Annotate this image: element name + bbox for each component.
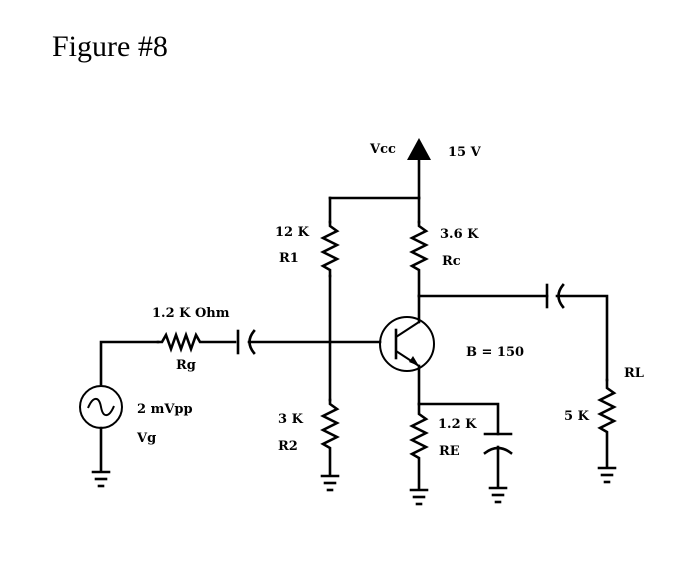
figure-title: Figure #8 xyxy=(52,30,168,63)
rc-value-label: 3.6 K xyxy=(440,227,479,242)
re-resistor xyxy=(409,402,429,490)
ground-symbol-vg xyxy=(91,470,111,488)
transistor-npn xyxy=(379,294,435,406)
rl-value-label: 5 K xyxy=(564,409,590,424)
input-wire xyxy=(99,340,160,386)
re-value-label: 1.2 K xyxy=(438,417,477,432)
ground-symbol-ce xyxy=(488,486,508,504)
vcc-label: Vcc xyxy=(369,142,396,157)
r2-value-label: 3 K xyxy=(278,412,304,427)
ground-symbol-re xyxy=(409,488,429,506)
signal-source xyxy=(79,385,123,472)
r2-resistor xyxy=(320,398,340,476)
re-name-label: RE xyxy=(439,444,460,459)
emitter-wire xyxy=(417,402,500,436)
vg-value-label: 2 mVpp xyxy=(137,402,193,417)
rg-value-label: 1.2 K Ohm xyxy=(152,306,230,321)
vg-name-label: Vg xyxy=(136,431,156,446)
vcc-value-label: 15 V xyxy=(448,145,482,160)
r1-resistor xyxy=(320,220,340,278)
beta-label: B = 150 xyxy=(466,345,524,360)
bypass-capacitor xyxy=(483,432,513,488)
r1-value-label: 12 K xyxy=(275,225,310,240)
rg-name-label: Rg xyxy=(176,358,196,373)
rl-name-label: RL xyxy=(624,366,644,381)
rg-resistor xyxy=(156,331,237,353)
output-coupling-wire xyxy=(417,283,609,382)
vcc-supply-symbol xyxy=(407,138,431,200)
rl-resistor xyxy=(597,378,617,468)
ground-symbol-r2 xyxy=(320,474,340,492)
vcc-rail-wire xyxy=(328,196,421,224)
ground-symbol-rl xyxy=(597,466,617,484)
r2-name-label: R2 xyxy=(278,439,298,454)
r1-name-label: R1 xyxy=(279,251,299,266)
rc-resistor xyxy=(409,220,429,298)
rc-name-label: Rc xyxy=(442,254,461,269)
